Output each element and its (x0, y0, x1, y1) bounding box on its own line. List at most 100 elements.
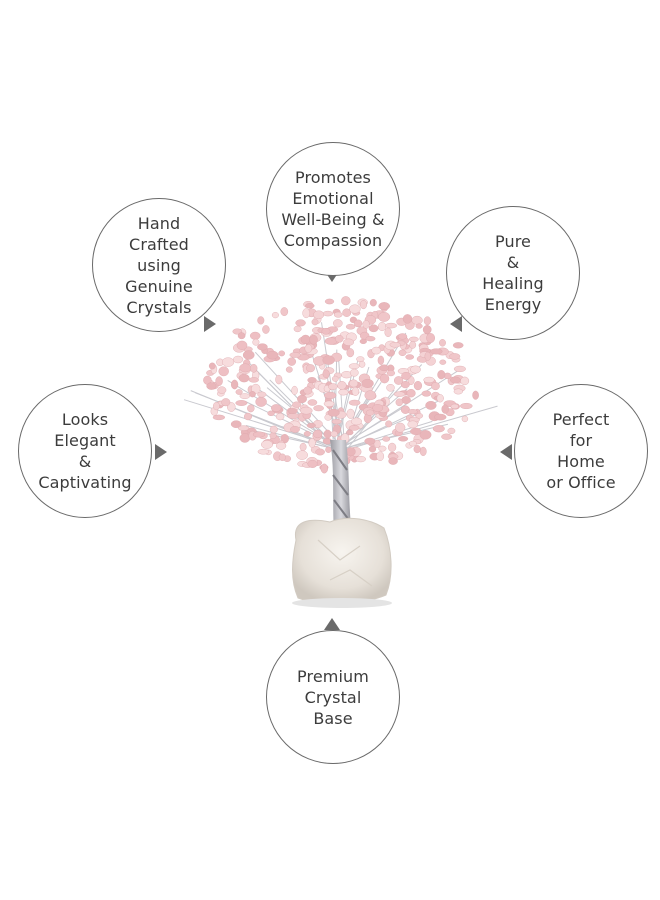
crystal-petal (313, 310, 325, 320)
badge-line: Crystals (126, 297, 192, 317)
crystal-petal (275, 413, 285, 421)
crystal-petal (315, 448, 325, 456)
crystal-petal (348, 399, 361, 406)
crystal-base-facet (317, 539, 373, 587)
crystal-petal (439, 359, 447, 365)
crystal-petal (349, 368, 359, 377)
crystal-petal (330, 430, 338, 438)
crystal-petal (472, 390, 479, 400)
crystal-petal (348, 363, 360, 370)
badge-line: Hand (137, 213, 181, 233)
crystal-petal (217, 386, 227, 394)
crystal-petal (304, 344, 313, 353)
crystal-petal (269, 432, 277, 439)
crystal-petal (441, 404, 449, 414)
crystal-petal (407, 409, 418, 415)
crystal-petal (378, 445, 387, 452)
crystal-petal (385, 322, 398, 329)
crystal-petal (342, 308, 352, 317)
crystal-petal (376, 451, 384, 462)
crystal-petal (355, 456, 367, 463)
crystal-petal (295, 319, 306, 327)
crystal-base (292, 517, 392, 605)
crystal-petal (322, 355, 335, 365)
crystal-petal (300, 334, 311, 345)
crystal-petal (337, 381, 347, 390)
crystal-petal (415, 412, 423, 419)
crystal-petal (408, 336, 419, 342)
crystal-petal (372, 404, 384, 412)
crystal-petal (212, 402, 220, 411)
crystal-petal (405, 354, 415, 360)
crystal-petal (358, 360, 366, 368)
crystal-petal (461, 415, 469, 423)
crystal-petal (302, 308, 311, 319)
crystal-petal (379, 364, 389, 372)
crystal-petal (221, 398, 231, 407)
crystal-petal (248, 377, 259, 383)
crystal-petal (327, 408, 340, 417)
crystal-petal (441, 433, 452, 440)
crystal-petal (348, 425, 360, 431)
crystal-petal (346, 429, 354, 436)
crystal-petal (249, 331, 261, 340)
crystal-petal (371, 346, 382, 355)
crystal-petal (385, 420, 393, 428)
crystal-petal (402, 314, 413, 324)
crystal-petal (296, 450, 308, 460)
badge-line: & (506, 253, 520, 272)
crystal-petal (255, 396, 267, 407)
crystal-petal (365, 409, 375, 416)
badge-line: Genuine (125, 276, 193, 296)
crystal-petal (303, 386, 313, 395)
crystal-petal (400, 381, 410, 389)
crystal-petal (364, 437, 376, 445)
crystal-petal (321, 327, 331, 335)
crystal-petal (430, 348, 443, 355)
crystal-petal (373, 439, 381, 449)
crystal-petal (437, 370, 446, 380)
crystal-petal (431, 382, 440, 391)
crystal-petal (351, 387, 360, 396)
branch-wire (336, 423, 449, 451)
crystal-petal (222, 357, 235, 367)
crystal-petal (450, 403, 459, 410)
crystal-petal (377, 355, 385, 365)
crystal-petal (449, 376, 461, 384)
badge-line: Healing (482, 274, 544, 293)
badge-line: Pure (495, 232, 531, 251)
crystal-petal (346, 348, 355, 358)
badge-line: Energy (484, 295, 542, 314)
crystal-petal (423, 316, 432, 326)
tree-trunk (330, 440, 352, 535)
crystal-petal (308, 438, 316, 448)
branch-wire (334, 368, 461, 451)
premium-pointer-icon (324, 618, 340, 630)
crystal-petal (331, 419, 342, 425)
crystal-petal (231, 379, 239, 390)
crystal-petal (356, 356, 365, 362)
crystal-petal (230, 420, 242, 429)
crystal-petal (236, 340, 248, 350)
crystal-petal (346, 408, 355, 419)
crystal-petal (378, 302, 391, 310)
badge-line: Emotional (292, 189, 374, 208)
crystal-petal (410, 365, 421, 374)
crystal-petal (324, 414, 332, 421)
crystal-petal (349, 304, 361, 314)
crystal-petal (322, 310, 334, 317)
badge-line: Elegant (54, 431, 116, 450)
badge-line: Promotes (294, 168, 371, 187)
perfect-pointer-icon (500, 444, 512, 460)
crystal-petal (422, 325, 432, 335)
crystal-petal (409, 440, 417, 447)
crystal-petal (407, 420, 418, 429)
crystal-petal (434, 413, 447, 421)
badge-line: Compassion (283, 231, 383, 250)
crystal-petal (247, 404, 255, 413)
crystal-petal (386, 383, 395, 392)
crystal-petal (331, 375, 339, 382)
